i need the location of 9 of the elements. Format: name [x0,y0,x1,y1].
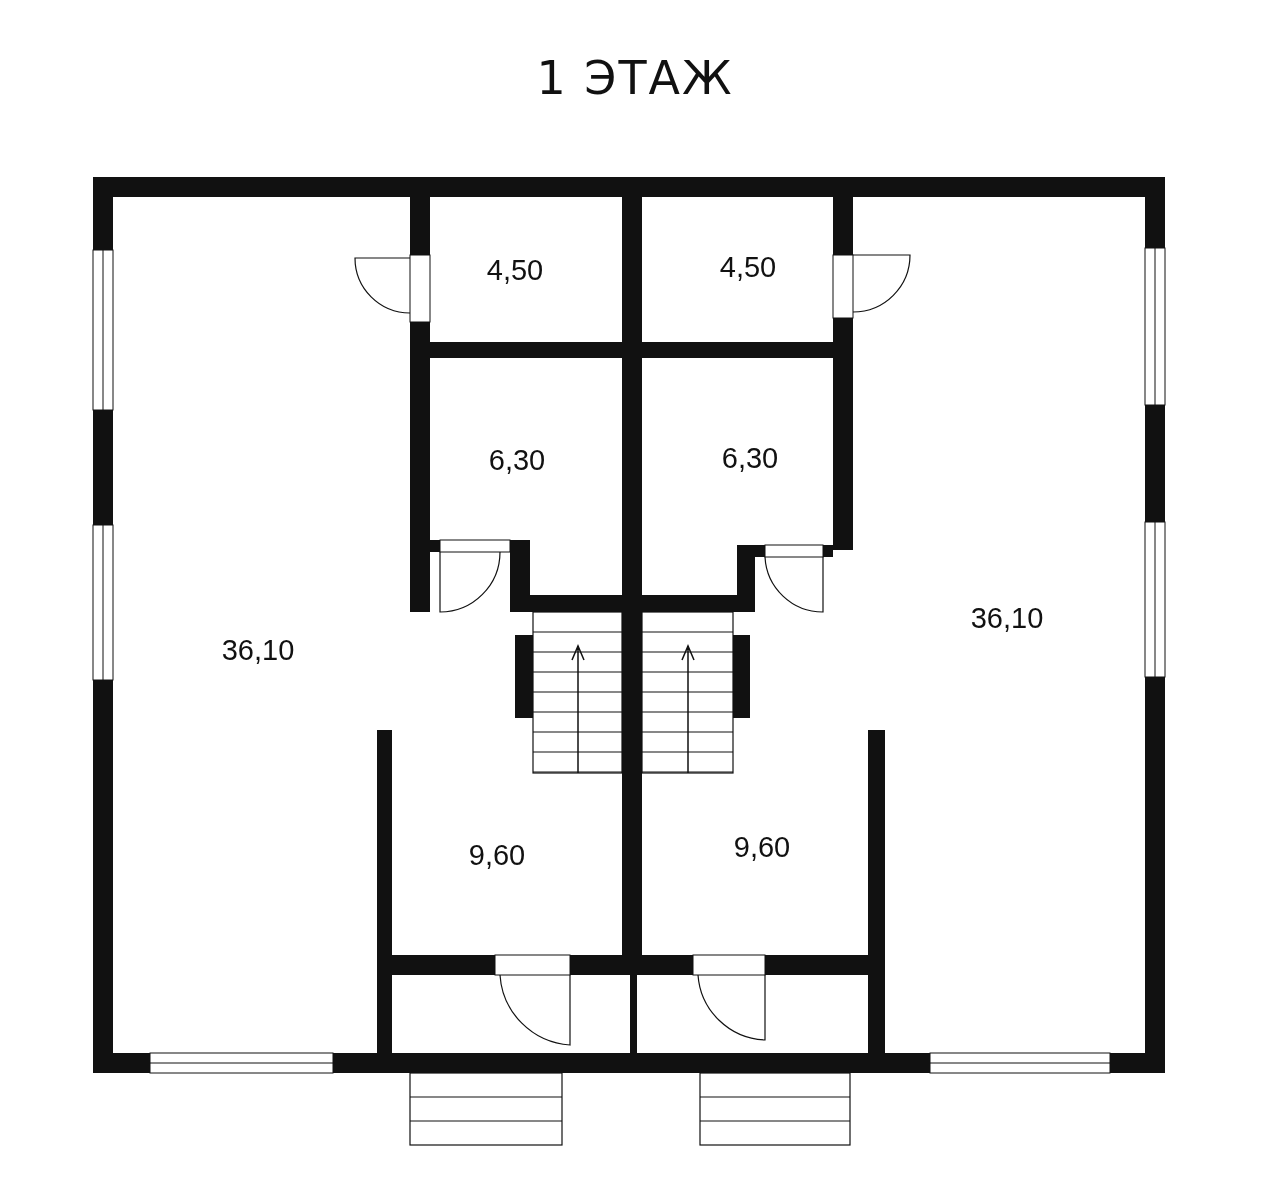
room-area-label: 4,50 [719,250,777,284]
room-area-label: 9,60 [468,838,526,872]
room-area-label: 6,30 [488,443,546,477]
plan-title: 1 ЭТАЖ [536,51,734,105]
room-area-label: 9,60 [733,830,791,864]
room-area-label: 36,10 [970,601,1044,635]
room-area-label: 4,50 [486,253,544,287]
room-area-label: 36,10 [221,633,295,667]
room-area-label: 6,30 [721,441,779,475]
